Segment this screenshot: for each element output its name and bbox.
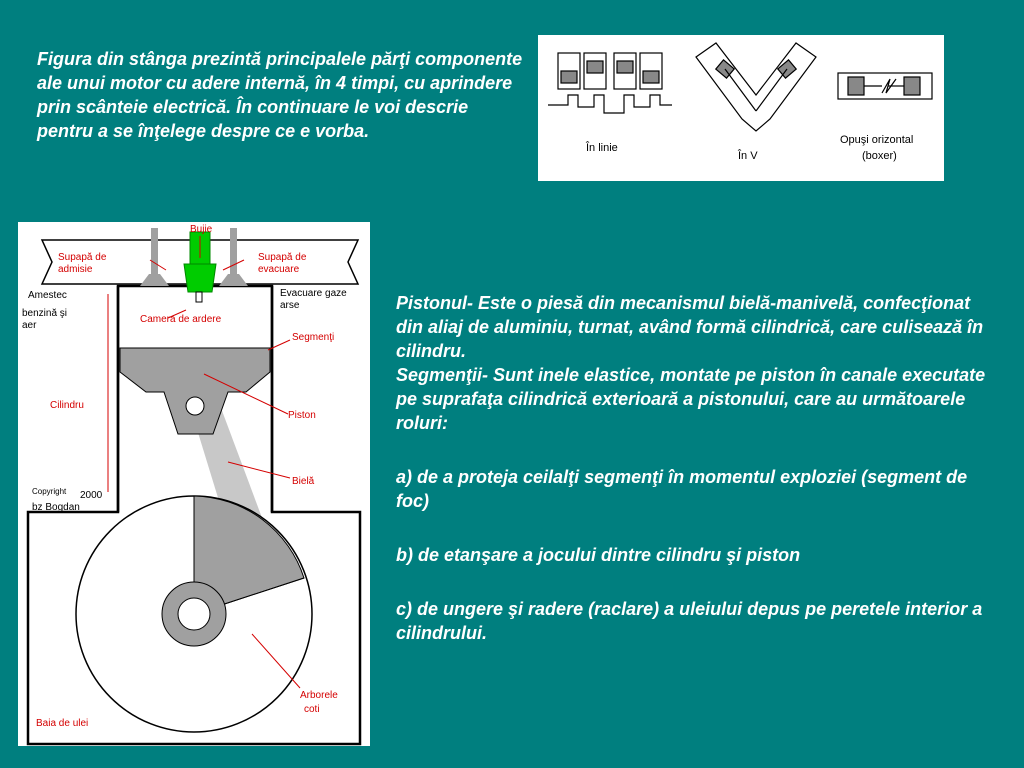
engine-layouts-figure: În linie În V Opuşi orizontal (boxer): [538, 35, 944, 181]
label-mixture-l3: aer: [22, 320, 37, 331]
piston-definition: Pistonul- Este o piesă din mecanismul bi…: [396, 293, 984, 361]
inline-engine-drawing: [548, 52, 672, 114]
label-copyright-year: 2000: [80, 490, 103, 501]
label-exhaust-gas-l1: Evacuare gaze: [280, 288, 347, 299]
label-crankshaft-l2: coti: [304, 704, 320, 715]
engine-cross-section-svg: Bujie Supapă de admisie Supapă de evacua…: [22, 224, 362, 746]
label-copyright-l1: Copyright: [32, 487, 67, 496]
label-rings: Segmenţi: [292, 332, 334, 343]
leader-lines: [107, 236, 301, 689]
label-oil-pan: Baia de ulei: [36, 718, 88, 729]
main-journal-bore: [177, 597, 211, 631]
engine-layouts-svg: În linie În V Opuşi orizontal (boxer): [548, 42, 933, 162]
label-mixture-l2: benzină şi: [22, 308, 67, 319]
list-item-c: c) de ungere şi radere (raclare) a uleiu…: [396, 599, 983, 643]
crank-counterweight: [193, 495, 305, 615]
intro-text: Figura din stânga prezintă principalele …: [37, 49, 523, 141]
inline-label: În linie: [585, 141, 618, 154]
boxer-engine-drawing: [837, 72, 933, 100]
boxer-label-line2: (boxer): [862, 150, 897, 162]
piston-pin: [185, 396, 205, 416]
label-exhaust-valve-l1: Supapă de: [258, 252, 307, 263]
label-copyright-l2: bz Bogdan: [32, 502, 80, 513]
exhaust-valve: [219, 228, 248, 286]
label-crankshaft-l1: Arborele: [300, 690, 338, 701]
list-item-a: a) de a proteja ceilalţi segmenţi în mom…: [396, 467, 968, 511]
label-chamber: Camera de ardere: [140, 314, 222, 325]
label-mixture-l1: Amestec: [28, 290, 67, 301]
label-exhaust-gas-l2: arse: [280, 300, 300, 311]
label-cylinder: Cilindru: [50, 400, 84, 411]
rings-definition: Segmenţii- Sunt inele elastice, montate …: [396, 365, 986, 433]
piston: [119, 347, 271, 435]
boxer-label-line1: Opuşi orizontal: [840, 134, 913, 146]
list-item-b: b) de etanşare a jocului dintre cilindru…: [396, 545, 801, 565]
label-rod: Bielă: [292, 476, 315, 487]
engine-cross-section-figure: Bujie Supapă de admisie Supapă de evacua…: [18, 222, 370, 746]
v-engine-drawing: [695, 42, 817, 132]
v-label: În V: [737, 149, 758, 162]
label-piston: Piston: [288, 410, 316, 421]
label-intake-valve-l2: admisie: [58, 264, 93, 275]
body-text: Pistonul- Este o piesă din mecanismul bi…: [396, 291, 996, 645]
label-intake-valve-l1: Supapă de: [58, 252, 107, 263]
label-bujie: Bujie: [190, 224, 213, 235]
label-exhaust-valve-l2: evacuare: [258, 264, 300, 275]
intake-valve: [140, 228, 169, 286]
